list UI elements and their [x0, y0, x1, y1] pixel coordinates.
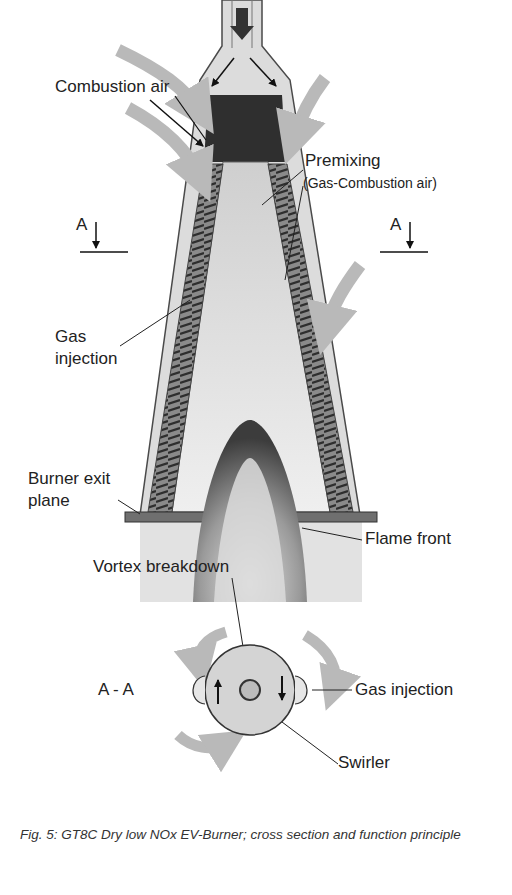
air-arrow [178, 735, 228, 748]
part-label: Swirler [338, 752, 390, 774]
leader-line [282, 722, 338, 764]
leader-line [175, 96, 206, 140]
flow-arrow [212, 58, 234, 86]
pipe-wall [232, 0, 233, 48]
section-arrow [409, 222, 411, 248]
air-arrow [326, 265, 360, 330]
part-label: Gas injection [355, 679, 453, 701]
leader-line [118, 500, 140, 514]
swirl-arrow [217, 680, 219, 704]
part-label: Premixing [305, 150, 381, 172]
leader-line [120, 300, 190, 346]
part-label: Vortex breakdown [93, 556, 229, 578]
section-label: A [390, 214, 401, 236]
gas-channel [193, 676, 205, 704]
part-label: Flame front [365, 528, 451, 550]
section-label: A - A [98, 679, 134, 701]
part-label: (Gas-Combustion air) [303, 172, 437, 194]
part-label: Combustion air [55, 76, 169, 98]
recirculation-zone [214, 458, 286, 602]
leader-line [312, 690, 352, 691]
figure-caption: Fig. 5: GT8C Dry low NOx EV-Burner; cros… [20, 826, 504, 843]
part-label: Gas injection [55, 326, 143, 370]
air-arrow [293, 78, 325, 140]
pipe-wall [252, 0, 253, 48]
swirler-slot [148, 164, 223, 512]
flow-arrow [250, 58, 276, 86]
vortex-core [240, 680, 260, 700]
section-line [80, 251, 128, 253]
leader-arrow [150, 100, 203, 146]
section-label: A [76, 214, 87, 236]
flow-arrow [230, 8, 254, 40]
cone-cap [204, 95, 286, 162]
swirl-arrow [281, 676, 283, 700]
leader-line [285, 186, 303, 280]
air-arrow [305, 635, 335, 690]
section-line [380, 251, 428, 253]
part-label: Burner exit plane [28, 468, 116, 512]
gas-channel [295, 676, 307, 704]
section-arrow [95, 222, 97, 248]
air-arrow [128, 108, 200, 178]
leader-line [302, 528, 362, 540]
leader-line [262, 170, 303, 205]
swirler-section [205, 645, 295, 735]
